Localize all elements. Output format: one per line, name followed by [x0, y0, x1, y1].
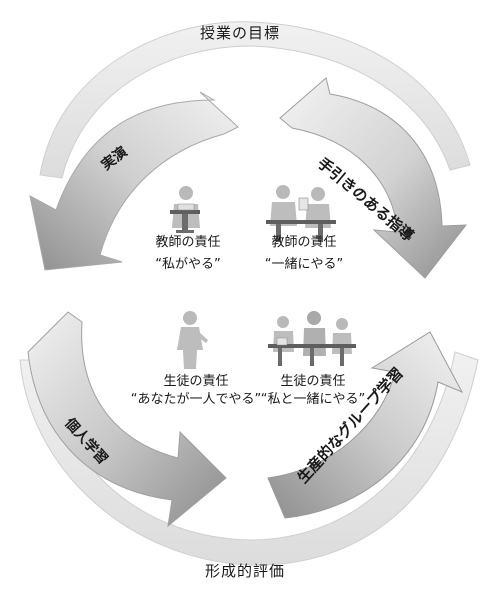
arrow-top-left	[29, 91, 239, 271]
caption-bottom-right-role: 生徒の責任	[280, 374, 346, 389]
caption-bottom-right: 生徒の責任 “私と一緒にやる”	[258, 374, 368, 408]
arrow-bottom-left	[27, 311, 227, 528]
caption-top-left: 教師の責任 “私がやる”	[140, 235, 236, 273]
caption-top-right: 教師の責任 “一緒にやる”	[256, 235, 352, 273]
goal-label: 授業の目標	[200, 24, 281, 42]
assessment-label: 形成的評価	[205, 562, 286, 580]
caption-bottom-right-quote: “私と一緒にやる”	[260, 392, 366, 407]
teacher-student-figure	[266, 185, 336, 242]
caption-bottom-left-role: 生徒の責任	[163, 374, 229, 389]
caption-bottom-left-quote: “あなたが一人でやる”	[130, 392, 262, 407]
outer-ring-bottom	[19, 351, 479, 566]
student-standing-figure	[177, 311, 208, 369]
group-learning-figure	[268, 311, 356, 366]
caption-top-left-role: 教師の責任	[155, 235, 221, 250]
outer-ring-top	[39, 21, 471, 179]
caption-top-right-role: 教師の責任	[271, 235, 337, 250]
caption-bottom-left: 生徒の責任 “あなたが一人でやる”	[128, 374, 264, 408]
arrow-bottom-right	[267, 331, 464, 519]
teacher-podium-figure	[170, 186, 200, 233]
arrow-top-right	[279, 77, 468, 279]
caption-top-right-quote: “一緒にやる”	[264, 257, 344, 272]
caption-top-left-quote: “私がやる”	[155, 257, 221, 272]
